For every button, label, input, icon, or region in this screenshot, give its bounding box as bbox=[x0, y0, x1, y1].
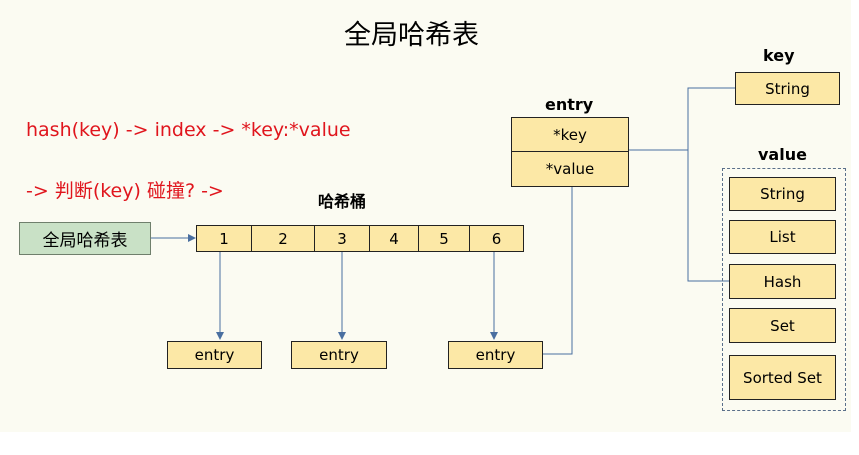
value-type-string: String bbox=[729, 177, 836, 211]
value-group-title: value bbox=[758, 145, 807, 164]
bucket-cell: 2 bbox=[251, 225, 315, 252]
key-value-branch-connector bbox=[687, 87, 735, 282]
key-type-box: String bbox=[735, 72, 840, 105]
key-group-title: key bbox=[763, 46, 795, 65]
page-title: 全局哈希表 bbox=[344, 20, 479, 51]
entry-box: entry bbox=[448, 341, 543, 369]
entry-box: entry bbox=[167, 341, 262, 369]
bucket-cell: 5 bbox=[418, 225, 470, 252]
bucket-cell: 1 bbox=[196, 225, 252, 252]
bucket-cell: 6 bbox=[469, 225, 524, 252]
entry-key-field: *key bbox=[511, 117, 629, 152]
bucket-cell: 4 bbox=[369, 225, 419, 252]
entry-box: entry bbox=[291, 341, 387, 369]
entry-struct-title: entry bbox=[545, 95, 594, 114]
global-hash-table-box: 全局哈希表 bbox=[19, 222, 151, 255]
hash-formula-line2: -> 判断(key) 碰撞? -> bbox=[26, 180, 224, 202]
hash-formula-line1: hash(key) -> index -> *key:*value bbox=[26, 119, 351, 141]
value-types-group bbox=[722, 168, 846, 411]
value-type-set: Set bbox=[729, 308, 836, 343]
diagram-canvas: 全局哈希表 hash(key) -> index -> *key:*value … bbox=[0, 0, 851, 432]
value-type-list: List bbox=[729, 220, 836, 254]
bucket-label: 哈希桶 bbox=[318, 192, 367, 211]
entry-value-field: *value bbox=[511, 151, 629, 187]
entry-to-struct-connector bbox=[543, 187, 573, 355]
bucket-cell: 3 bbox=[314, 225, 370, 252]
value-type-hash: Hash bbox=[729, 264, 836, 299]
value-type-sorted-set: Sorted Set bbox=[729, 355, 836, 400]
